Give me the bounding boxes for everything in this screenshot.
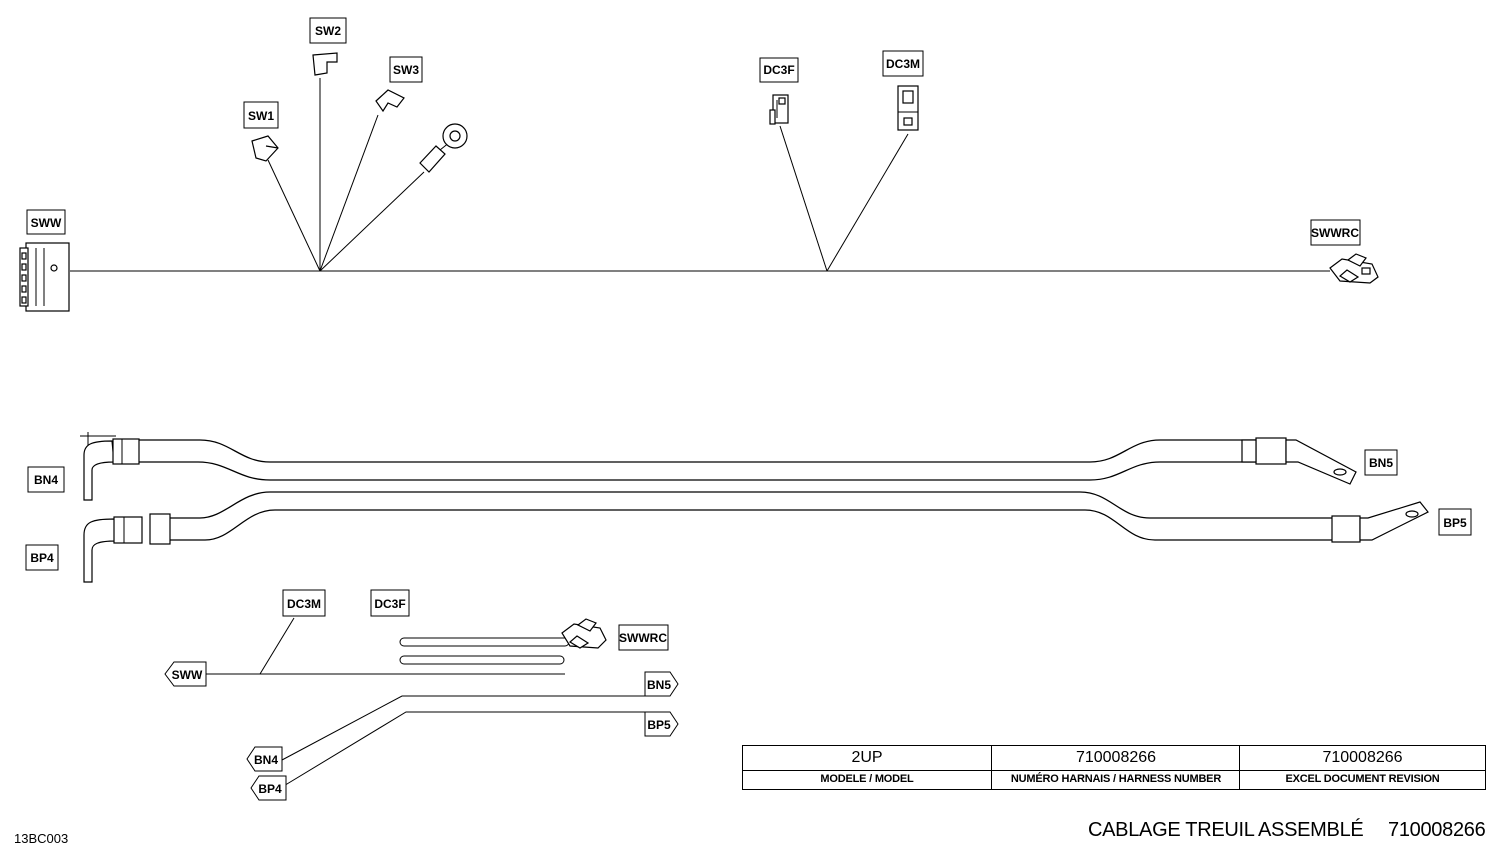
bp4-schematic-tag: BP4	[250, 775, 287, 801]
dc3f-schematic-label: DC3F	[374, 597, 405, 611]
bp5-label-box: BP5	[1438, 508, 1472, 536]
model-value: 2UP	[851, 749, 883, 766]
sww-schematic-label: SWW	[172, 668, 203, 682]
bp-cable-bottom-edge	[170, 509, 1332, 541]
swwrc-schematic-connector	[561, 618, 607, 649]
title-block-values-row: 2UP 710008266 710008266	[743, 746, 1485, 771]
bp-cable-top-edge	[170, 491, 1332, 519]
bn5-label-box: BN5	[1364, 449, 1398, 476]
revision-caption: EXCEL DOCUMENT REVISION	[1239, 770, 1485, 789]
harness-number-caption: NUMÉRO HARNAIS / HARNESS NUMBER	[991, 770, 1240, 789]
bn4-label: BN4	[34, 473, 58, 487]
dc3m-leader	[259, 617, 295, 675]
branch-wire-dc3f	[779, 125, 828, 272]
sw3-terminal	[375, 89, 405, 113]
swwrc-label-box: SWWRC	[1310, 219, 1361, 246]
bn-cable-top-edge	[138, 439, 1256, 463]
dc3f-loop-upper	[399, 637, 570, 647]
sw3-label-box: SW3	[389, 56, 423, 83]
bn4-schematic-label: BN4	[254, 753, 278, 767]
harness-number-value: 710008266	[991, 746, 1240, 770]
bp5-schematic-label: BP5	[647, 718, 671, 732]
drawing-title: CABLAGE TREUIL ASSEMBLÉ	[1088, 819, 1364, 841]
bp5-label: BP5	[1443, 516, 1467, 530]
sw3-label: SW3	[393, 63, 419, 77]
branch-wire-sw3	[319, 114, 379, 272]
drawing-code: 13BC003	[14, 831, 69, 846]
dc3f-label-box: DC3F	[759, 57, 799, 83]
dc3m-schematic-label-box: DC3M	[282, 589, 326, 617]
sww-schematic-tag: SWW	[164, 661, 207, 687]
dc3m-connector	[897, 85, 919, 131]
bp5-schematic-tag: BP5	[644, 711, 679, 737]
bn5-lug	[1241, 437, 1357, 485]
sw1-label-box: SW1	[243, 101, 279, 129]
sww-label-box: SWW	[26, 209, 66, 235]
bp4-label-box: BP4	[25, 544, 59, 571]
sw2-label-box: SW2	[309, 17, 347, 44]
bn5-schematic-tag: BN5	[644, 671, 679, 697]
bn4-schematic-tag: BN4	[246, 746, 283, 772]
main-harness-view: SWW SW1 SW2 SW3	[19, 17, 1379, 312]
title-block-captions-row: MODELE / MODEL NUMÉRO HARNAIS / HARNESS …	[743, 770, 1485, 789]
swwrc-label: SWWRC	[1311, 226, 1359, 240]
swwrc-schematic-label-box: SWWRC	[618, 624, 669, 651]
dc3m-label: DC3M	[886, 57, 920, 71]
dc3m-schematic-label: DC3M	[287, 597, 321, 611]
branch-wire-dc3m	[826, 133, 909, 272]
branch-wire-ring	[319, 171, 425, 272]
bn5-schematic-label: BN5	[647, 678, 671, 692]
bn4-lug	[80, 432, 140, 501]
sww-connector	[19, 242, 70, 312]
dc3m-label-box: DC3M	[882, 50, 924, 77]
swwrc-schematic-label: SWWRC	[619, 631, 667, 645]
sw1-terminal	[251, 135, 279, 162]
bp4-lug	[83, 513, 171, 583]
title-block: 2UP 710008266 710008266 MODELE / MODEL N…	[742, 745, 1486, 790]
sw2-terminal	[312, 52, 338, 76]
dc3f-label: DC3F	[763, 63, 794, 77]
bp-schematic-wire	[281, 711, 645, 788]
bp4-label: BP4	[30, 551, 54, 565]
sw1-label: SW1	[248, 109, 274, 123]
revision-value: 710008266	[1239, 746, 1485, 770]
bn-schematic-wire	[281, 695, 645, 761]
bp4-schematic-label: BP4	[258, 782, 282, 796]
bn-cable-bottom-edge	[138, 461, 1256, 481]
drawing-number: 710008266	[1388, 819, 1486, 841]
battery-cable-view: BN4 BP4 BN5	[25, 432, 1472, 583]
dc3f-connector	[769, 94, 789, 125]
bn4-label-box: BN4	[27, 466, 65, 493]
swwrc-connector	[1329, 253, 1379, 284]
sww-label: SWW	[31, 216, 62, 230]
schematic-view: DC3M DC3F SWWRC SWW BN5 BP5 BN4 B	[164, 589, 679, 801]
bp5-lug	[1331, 501, 1429, 543]
ring-terminal	[419, 123, 468, 173]
bn5-label: BN5	[1369, 456, 1393, 470]
sw2-label: SW2	[315, 24, 341, 38]
branch-wire-sw1	[267, 159, 321, 272]
model-caption: MODELE / MODEL	[820, 773, 914, 785]
dc3f-loop-lower	[399, 655, 565, 665]
dc3f-schematic-label-box: DC3F	[370, 589, 410, 617]
